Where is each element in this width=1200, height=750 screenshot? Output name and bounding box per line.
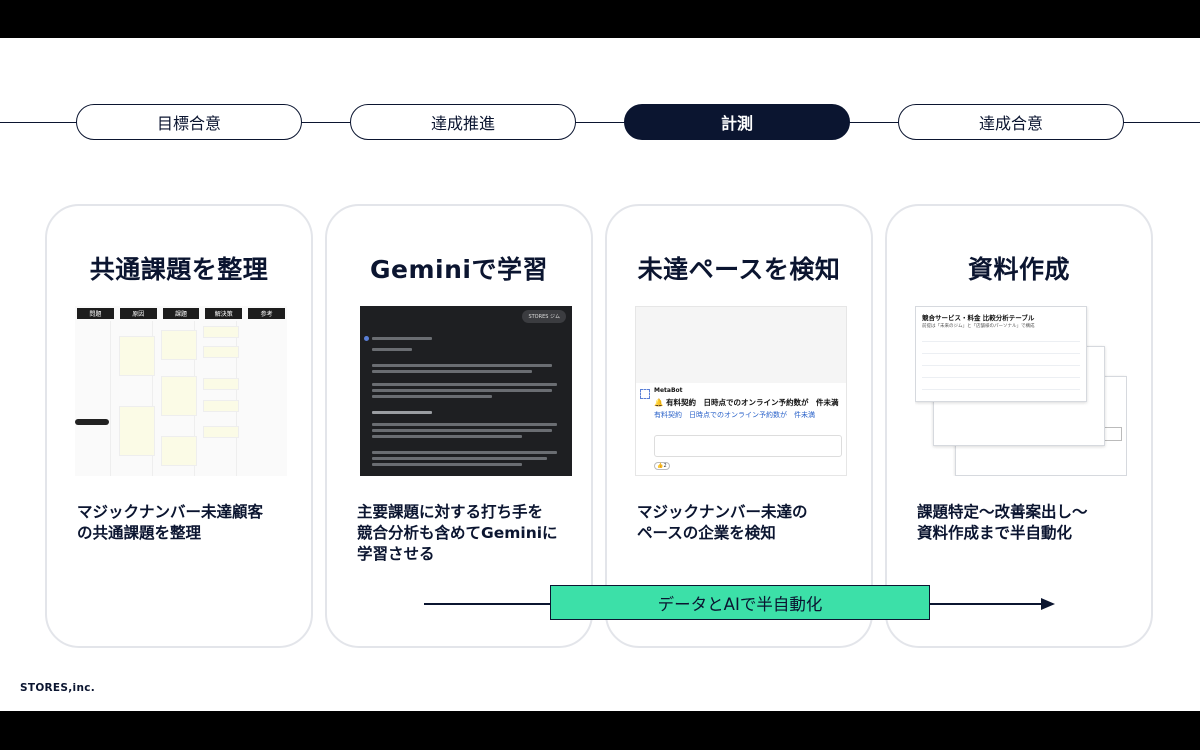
metabot-thumbnail: MetaBot 🔔 有料契約 日時点でのオンライン予約数が 件未満 有料契約 日…: [635, 306, 847, 476]
step-achievement-promotion[interactable]: 達成推進: [350, 104, 576, 140]
card-pace-detection: 未達ペースを検知 MetaBot 🔔 有料契約 日時点でのオンライン予約数が 件…: [605, 204, 873, 648]
card-document-creation: 資料作成 競合サービス・料金 比較分析テーブル 前提は「未来のジム」と「店舗様の…: [885, 204, 1153, 648]
step-goal-agreement[interactable]: 目標合意: [76, 104, 302, 140]
card-description: 課題特定〜改善案出し〜 資料作成まで半自動化: [917, 503, 1088, 542]
bot-icon: [640, 389, 650, 399]
card-title: 資料作成: [967, 255, 1070, 284]
bot-name: MetaBot: [654, 387, 683, 394]
card-description: マジックナンバー未達顧客 の共通課題を整理: [77, 503, 264, 542]
gemini-chat-thumbnail: STORES ジム: [360, 306, 572, 476]
table-header: 課題: [162, 308, 200, 319]
card-gemini-learning: Geminiで学習 STORES ジム 主要課題に対する打ち手を 競合分析も含め…: [325, 204, 593, 648]
card-description: マジックナンバー未達の ペースの企業を検知: [637, 503, 808, 542]
alert-link[interactable]: 有料契約 日時点でのオンライン予約数が 件未満: [654, 411, 815, 419]
result-table: [654, 435, 842, 457]
card-title: Geminiで学習: [370, 255, 548, 284]
document-subtitle: 前提は「未来のジム」と「店舗様のパーソナル」で構成: [922, 324, 1035, 329]
chat-chip: STORES ジム: [522, 310, 566, 323]
company-logo: STORES,inc.: [20, 682, 96, 694]
document-front: 競合サービス・料金 比較分析テーブル 前提は「未来のジム」と「店舗様のパーソナル…: [915, 306, 1087, 402]
reaction-badge[interactable]: 👍2: [654, 462, 670, 470]
automation-label: データとAIで半自動化: [550, 585, 930, 620]
table-header: 原因: [119, 308, 157, 319]
step-measurement[interactable]: 計測: [624, 104, 850, 140]
card-common-issues: 共通課題を整理 問題 原因 課題 解決策 参考 マジッ: [45, 204, 313, 648]
table-header: 参考: [248, 308, 285, 319]
step-achievement-agreement[interactable]: 達成合意: [898, 104, 1124, 140]
table-header: 問題: [77, 308, 114, 319]
table-header: 解決策: [205, 308, 243, 319]
card-description: 主要課題に対する打ち手を 競合分析も含めてGeminiに 学習させる: [357, 503, 558, 563]
flow-line: [0, 122, 1200, 123]
alert-text: 🔔 有料契約 日時点でのオンライン予約数が 件未満: [654, 398, 839, 407]
card-title: 未達ペースを検知: [637, 255, 841, 284]
arrow-head-icon: [1041, 598, 1055, 610]
documents-thumbnail: 競合サービス・料金 比較分析テーブル 前提は「未来のジム」と「店舗様のパーソナル…: [915, 306, 1127, 476]
metabot-message: MetaBot 🔔 有料契約 日時点でのオンライン予約数が 件未満 有料契約 日…: [636, 383, 846, 475]
document-title: 競合サービス・料金 比較分析テーブル: [922, 314, 1035, 322]
gemini-icon: [364, 336, 369, 341]
card-title: 共通課題を整理: [89, 255, 269, 284]
slide: 目標合意 達成推進 計測 達成合意 共通課題を整理 問題 原因 課題 解決策 参…: [0, 38, 1200, 711]
issue-table-thumbnail: 問題 原因 課題 解決策 参考: [75, 306, 287, 476]
highlight-pill: [75, 419, 109, 425]
